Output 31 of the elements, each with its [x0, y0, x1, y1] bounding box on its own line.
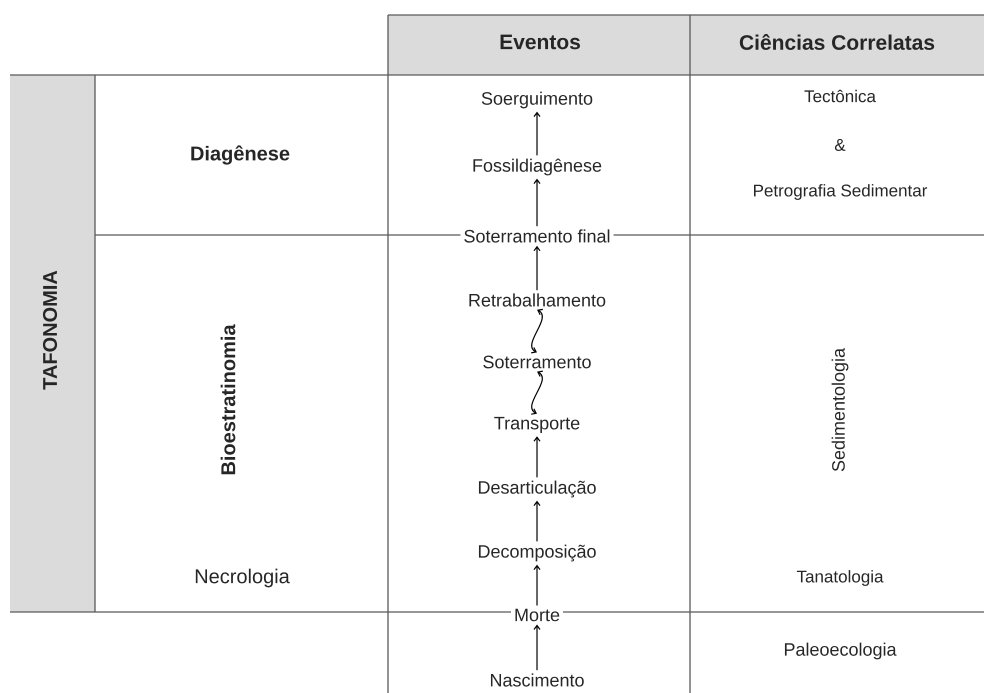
column-header: Eventos	[500, 34, 580, 50]
table-text: Sedimentologia	[832, 348, 848, 472]
arrow	[534, 112, 540, 156]
row-header: Necrologia	[196, 568, 290, 588]
arrow	[534, 436, 540, 478]
event-text: Fossildiagênese	[468, 156, 606, 178]
event-text: Morte	[511, 606, 564, 624]
arrow	[534, 178, 540, 226]
arrow	[531, 370, 543, 415]
event-text: Retrabalhamento	[464, 290, 610, 310]
event-text: Transporte	[490, 414, 584, 436]
event-text: Desarticulação	[474, 478, 600, 500]
row-header: Diagênese	[191, 145, 290, 165]
arrow	[534, 624, 540, 670]
column-header: Ciências Correlatas	[740, 34, 934, 50]
arrow	[531, 308, 543, 354]
arrow	[534, 500, 540, 542]
arrow	[534, 246, 540, 290]
event-text: Decomposição	[474, 542, 600, 564]
row-header: TAFONOMIA	[42, 270, 58, 390]
event-text: Soterramento final	[460, 226, 614, 246]
table-text: Paleoecologia	[784, 642, 897, 660]
event-text: Nascimento	[486, 670, 588, 690]
table-text: Tectônica	[804, 90, 876, 102]
table-text: &	[834, 139, 846, 151]
table-text: Petrografia Sedimentar	[754, 184, 928, 200]
row-header: Bioestratinomia	[220, 324, 236, 474]
arrow	[534, 564, 540, 606]
event-text: Soerguimento	[478, 88, 596, 112]
table-text: Tanatologia	[796, 570, 884, 586]
event-text: Soterramento	[479, 352, 595, 372]
